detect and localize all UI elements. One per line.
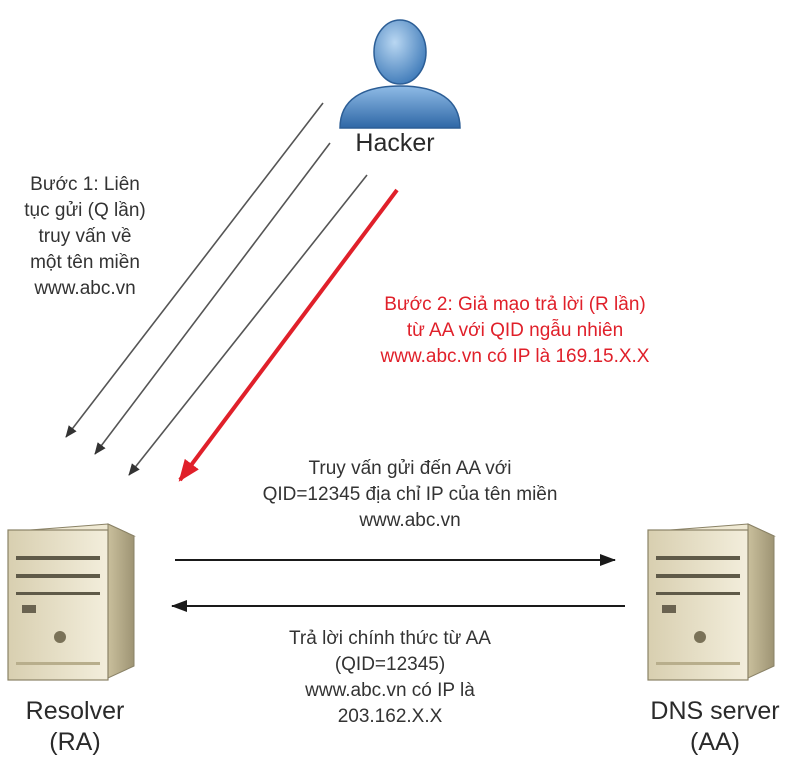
- reply-line: www.abc.vn có IP là: [305, 680, 475, 701]
- spoof-arrow: [178, 188, 399, 482]
- step1-text: Bước 1: Liên tục gửi (Q lần) truy vấn về…: [0, 172, 170, 302]
- hacker-icon: [339, 19, 461, 129]
- dns-server-label: DNS server (AA): [630, 696, 800, 758]
- reply-line: 203.162.X.X: [337, 706, 443, 727]
- resolver-server-icon: [7, 523, 136, 681]
- resolver-code: (RA): [49, 728, 101, 756]
- step1-line: www.abc.vn: [34, 278, 136, 299]
- query-line: Truy vấn gửi đến AA với: [308, 458, 512, 479]
- step1-line: Bước 1: Liên: [30, 174, 140, 195]
- resolver-label: Resolver (RA): [0, 696, 150, 758]
- step2-text: Bước 2: Giả mạo trả lời (R lần) từ AA vớ…: [300, 292, 730, 370]
- query-line: www.abc.vn: [359, 510, 461, 531]
- dns-server-code: (AA): [690, 728, 740, 756]
- step1-line: một tên miền: [30, 252, 140, 273]
- dns-server-icon: [647, 523, 776, 681]
- query-arrow-1: [65, 102, 324, 438]
- step2-line: www.abc.vn có IP là 169.15.X.X: [380, 346, 650, 367]
- query-arrow-3: [128, 174, 368, 476]
- query-text: Truy vấn gửi đến AA với QID=12345 địa ch…: [190, 456, 630, 534]
- step1-line: truy vấn về: [38, 226, 132, 247]
- query-arrow-2: [94, 142, 331, 455]
- dns-server-name: DNS server: [650, 697, 780, 725]
- query-line: QID=12345 địa chỉ IP của tên miền: [262, 484, 558, 505]
- step2-line: Bước 2: Giả mạo trả lời (R lần): [384, 294, 646, 315]
- reply-line: (QID=12345): [334, 654, 446, 675]
- step2-line: từ AA với QID ngẫu nhiên: [406, 320, 624, 341]
- hacker-label: Hacker: [355, 129, 435, 157]
- reply-text: Trả lời chính thức từ AA (QID=12345) www…: [220, 626, 560, 730]
- reply-line: Trả lời chính thức từ AA: [289, 628, 491, 649]
- resolver-name: Resolver: [25, 697, 125, 725]
- step1-line: tục gửi (Q lần): [24, 200, 146, 221]
